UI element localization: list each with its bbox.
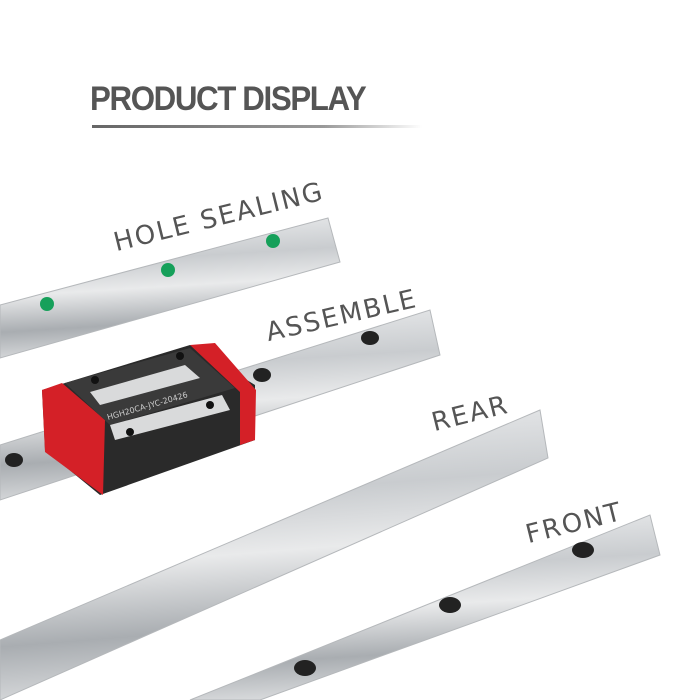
carriage-block: HGH20CA-JYC-20426 (42, 343, 256, 495)
rail-rear (0, 409, 549, 700)
rail-hole-sealing (0, 217, 341, 359)
seal-dot (266, 234, 280, 248)
title-underline (92, 125, 422, 128)
seal-dot (40, 297, 54, 311)
rail-front (189, 514, 661, 700)
page-title: PRODUCT DISPLAY (90, 80, 367, 118)
seal-dot (161, 263, 175, 277)
